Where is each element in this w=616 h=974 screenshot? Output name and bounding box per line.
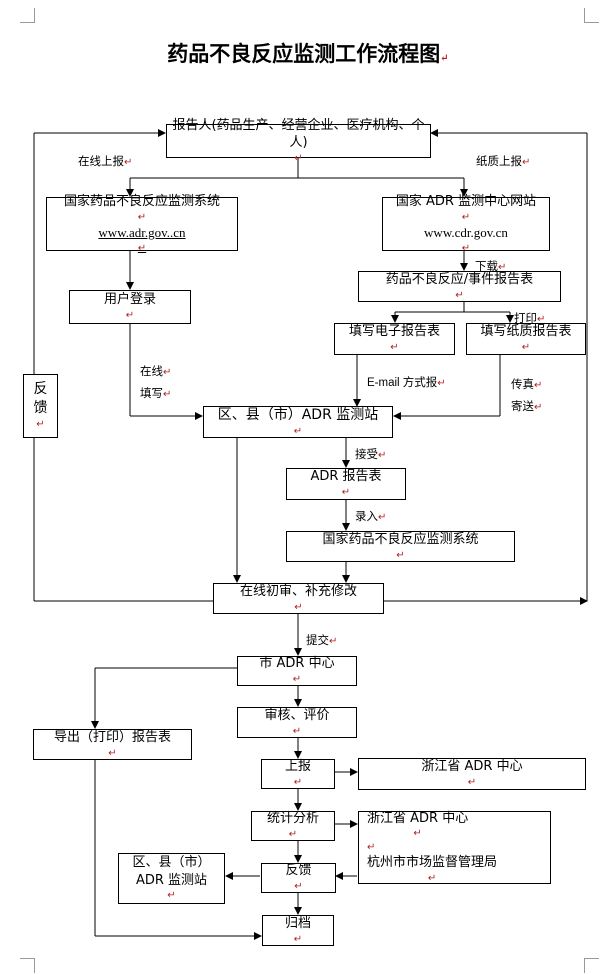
receive-label: 接受↵ <box>355 447 387 461</box>
statistics-label: 统计分析↵ <box>266 811 319 841</box>
feedback-left-box: 反馈 ↵ <box>23 374 58 438</box>
review-evaluate-box: 审核、评价↵ <box>237 707 357 738</box>
national-adr-site-url: www.cdr.gov.cn↵ <box>424 225 508 254</box>
zhejiang-center-label: 浙江省 ADR 中心↵ <box>421 759 523 789</box>
review-evaluate-label: 审核、评价↵ <box>264 707 330 737</box>
online-report-label: 在线上报↵ <box>78 154 133 168</box>
fax-mail-label: 传真↵ 寄送↵ <box>511 377 543 413</box>
archive-label: 归档↵ <box>284 915 311 945</box>
archive-box: 归档↵ <box>262 915 334 946</box>
export-print-label: 导出（打印）报告表↵ <box>53 729 171 759</box>
district-station-label: 区、县（市）ADR 监测站↵ <box>217 406 379 437</box>
national-system-label: 国家药品不良反应监测系统↵ <box>63 193 220 223</box>
city-adr-center-box: 市 ADR 中心↵ <box>237 656 357 686</box>
user-login-label: 用户登录↵ <box>103 292 156 322</box>
national-system-box: 国家药品不良反应监测系统↵ www.adr.gov..cn↵ <box>46 194 238 254</box>
national-system-2-label: 国家药品不良反应监测系统↵ <box>322 531 479 561</box>
online-review-label: 在线初审、补充修改↵ <box>239 583 357 613</box>
adr-report-form-label: ADR 报告表↵ <box>310 469 382 499</box>
report-up-label: 上报↵ <box>284 759 311 789</box>
district-station-2-line2: ADR 监测站↵ <box>135 872 208 902</box>
report-up-box: 上报↵ <box>261 759 335 789</box>
national-adr-site-label: 国家 ADR 监测中心网站↵ <box>395 193 537 223</box>
zhejiang-center-2-label: 浙江省 ADR 中心↵ <box>367 810 469 840</box>
national-system-url: www.adr.gov..cn↵ <box>98 225 186 254</box>
district-station-box: 区、县（市）ADR 监测站↵ <box>203 406 393 438</box>
district-station-2-line1: 区、县（市） <box>132 855 211 871</box>
paper-report-label: 纸质上报↵ <box>476 154 531 168</box>
reporter-box: 报告人(药品生产、经营企业、医疗机构、个人)↵ <box>166 118 431 164</box>
notify-targets-box: 浙江省 ADR 中心↵ ↵ 杭州市市场监督管理局↵ <box>358 811 551 884</box>
adr-report-form-box: ADR 报告表↵ <box>286 468 406 500</box>
fill-electronic-box: 填写电子报告表↵ <box>334 323 455 355</box>
national-system-2-box: 国家药品不良反应监测系统↵ <box>286 531 515 562</box>
submit-label: 提交↵ <box>306 633 338 647</box>
hangzhou-bureau-label: 杭州市市场监督管理局↵ <box>367 855 498 884</box>
online-fill-label: 在线↵ 填写↵ <box>140 364 172 400</box>
enter-label: 录入↵ <box>355 509 387 523</box>
fill-paper-box: 填写纸质报告表↵ <box>466 323 586 355</box>
feedback-box: 反馈↵ <box>261 863 336 893</box>
fill-paper-label: 填写纸质报告表↵ <box>480 324 572 354</box>
export-print-box: 导出（打印）报告表↵ <box>33 729 192 760</box>
reporter-label: 报告人(药品生产、经营企业、医疗机构、个人)↵ <box>172 117 425 164</box>
event-form-label: 药品不良反应/事件报告表↵ <box>385 271 534 301</box>
feedback-left-label: 反馈 <box>33 381 48 417</box>
national-adr-site-box: 国家 ADR 监测中心网站↵ www.cdr.gov.cn↵ <box>382 194 550 254</box>
statistics-box: 统计分析↵ <box>251 811 335 841</box>
user-login-box: 用户登录↵ <box>69 290 191 324</box>
fill-electronic-label: 填写电子报告表↵ <box>348 324 440 354</box>
event-form-box: 药品不良反应/事件报告表↵ <box>358 271 561 302</box>
district-station-2-box: 区、县（市） ADR 监测站↵ <box>118 853 225 904</box>
email-report-label: E-mail 方式报↵ <box>367 377 446 389</box>
city-adr-center-label: 市 ADR 中心↵ <box>259 656 335 686</box>
print-label: 打印↵ <box>514 311 546 325</box>
zhejiang-center-box: 浙江省 ADR 中心↵ <box>358 758 586 790</box>
page-title: 药品不良反应监测工作流程图↵ <box>167 41 449 66</box>
feedback-label: 反馈↵ <box>285 863 312 893</box>
online-review-box: 在线初审、补充修改↵ <box>213 583 384 614</box>
download-label: 下载↵ <box>475 259 507 273</box>
